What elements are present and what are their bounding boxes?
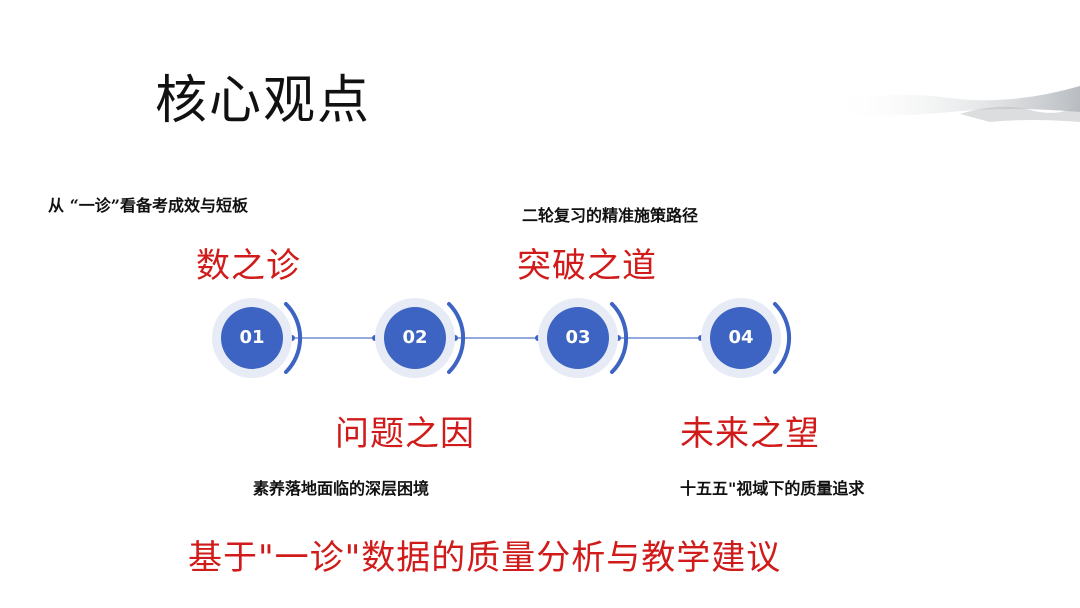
- node-1-number: 01: [222, 327, 282, 348]
- node-4-number: 04: [711, 327, 771, 348]
- footer-statement: 基于"一诊"数据的质量分析与教学建议: [188, 530, 781, 579]
- node-3-number: 03: [548, 327, 608, 348]
- node-2-number: 02: [385, 327, 445, 348]
